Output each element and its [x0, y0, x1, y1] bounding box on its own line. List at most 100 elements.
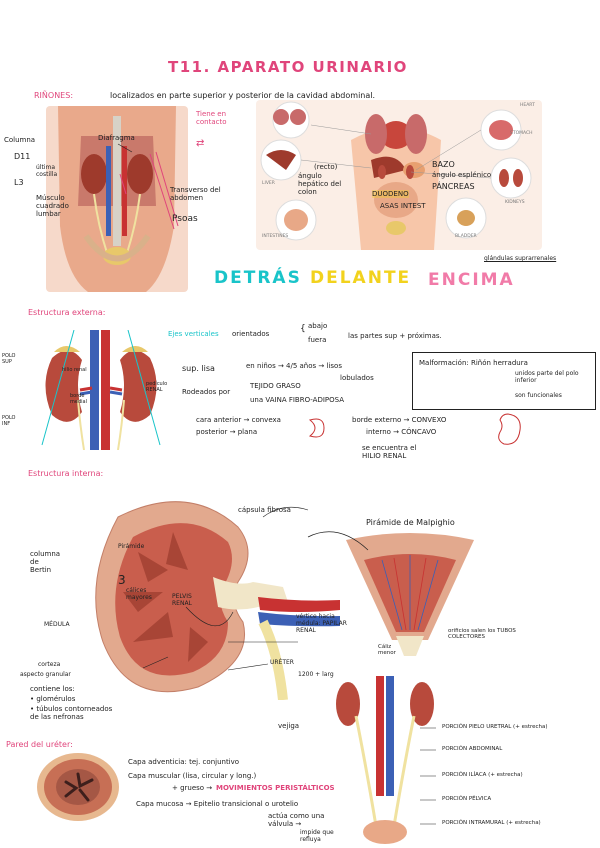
- d11-label: D11: [14, 152, 31, 161]
- movimientos-peristalticos-label: MOVIMIENTOS PERISTÁLTICOS: [216, 784, 335, 792]
- polo-sup-label: POLO SUP: [2, 353, 16, 365]
- encima-label: ENCIMA: [428, 270, 515, 290]
- tres-label: 3: [118, 573, 126, 587]
- cara-posterior-label: posterior → plana: [196, 428, 258, 436]
- interna-annotation-lines: [142, 506, 369, 671]
- borde-medial-label: borde medial: [70, 393, 87, 405]
- stomach-img-label: STOMACH: [510, 131, 533, 136]
- porcion-abdominal-label: PORCIÓN ABDOMINAL: [442, 746, 503, 752]
- kidney-sketch-2: [498, 413, 521, 445]
- page-title: T11. APARATO URINARIO: [168, 58, 408, 76]
- liver-img-label: LIVER: [262, 181, 275, 186]
- tiene-contacto-label: Tiene en contacto: [196, 110, 227, 127]
- bazo-label: BAZO: [432, 160, 455, 169]
- porcion-pelvica-label: PORCIÓN PÉLVICA: [442, 796, 492, 802]
- malformacion-box: Malformación: Riñón herradura unidos par…: [412, 352, 596, 410]
- fuera-label: fuera: [308, 336, 327, 344]
- orificios-label: orificios salen los TUBOS COLECTORES: [448, 628, 516, 641]
- diafragma-label: Diafragma: [98, 134, 135, 142]
- section-rinones-heading: RIÑONES:: [34, 91, 74, 100]
- piramide-malpighio-label: Pirámide de Malpighio: [366, 518, 455, 527]
- malformacion-detail-1: unidos parte del polo inferior: [515, 370, 579, 384]
- impide-reflujo-label: impide que la orina refluya: [300, 829, 359, 843]
- ultima-costilla-label: última costilla: [36, 164, 58, 178]
- heart-img-label: HEART: [520, 103, 535, 108]
- kidneys-img-label: KIDNEYS: [505, 200, 525, 205]
- calices-mayores-label: cálices mayores: [126, 587, 152, 601]
- glomerulos-label: • glomérulos: [30, 695, 76, 703]
- ureter-cross-section-illustration: [36, 752, 120, 822]
- porcion-iliaca-label: PORCIÓN ILÍACA (+ estrecha): [442, 772, 523, 778]
- porcion-pielo-label: PORCIÓN PIELO URETRAL (+ estrecha): [442, 724, 548, 730]
- tubulos-label: • túbulos contorneados de las nefronas: [30, 705, 113, 722]
- arrow-icon: ⇄: [196, 138, 205, 149]
- sup-lisa-label: sup. lisa: [182, 364, 215, 373]
- hilio-encuentra-label: se encuentra el HILIO RENAL: [362, 444, 417, 461]
- abajo-label: abajo: [308, 322, 328, 330]
- kidney-sketch-1: [308, 418, 325, 438]
- section-ureter-heading: Pared del uréter:: [6, 740, 73, 749]
- lobulados-label: lobulados: [340, 374, 374, 382]
- mucosa-label: Capa mucosa → Epitelio transicional o ur…: [136, 800, 299, 808]
- angulo-hepatico-label: ángulo hepático del colon: [298, 172, 342, 197]
- columna-label: Columna: [4, 136, 36, 144]
- corteza-label: corteza: [38, 661, 61, 668]
- ureter-length-label: 1200 + larg: [298, 671, 334, 678]
- vertice-label: vértice hacia médula: PAPILAR RENAL: [296, 613, 347, 634]
- musculo-cuadrado-label: Músculo cuadrado lumbar: [36, 194, 69, 219]
- ureter-label: URÉTER: [270, 659, 294, 666]
- recto-label: (recto): [314, 163, 338, 171]
- posterior-abdomen-illustration: [46, 106, 188, 292]
- grueso-label: + grueso →: [172, 784, 213, 792]
- asas-label: ASAS INTEST: [380, 202, 426, 210]
- borde-externo-label: borde externo → CONVEXO: [352, 416, 447, 424]
- annotation-lines-1: [117, 143, 179, 230]
- medula-label: MÉDULA: [44, 621, 70, 628]
- adventicia-label: Capa adventicia: tej. conjuntivo: [128, 758, 240, 766]
- ejes-verticales-label: Ejes verticales: [168, 330, 219, 338]
- partes-label: las partes sup + próximas.: [348, 332, 442, 340]
- brace-icon: {: [300, 324, 306, 334]
- hilio-renal-label: hilio renal: [62, 367, 87, 373]
- pancreas-label: PÁNCREAS: [432, 182, 475, 191]
- ureter-portion-lines: [420, 727, 436, 825]
- cara-anterior-label: cara anterior → convexa: [196, 416, 281, 424]
- malformacion-detail-2: son funcionales: [515, 392, 562, 399]
- pelvis-renal-label: PELVIS RENAL: [172, 593, 192, 607]
- polo-inf-label: POLO INF: [2, 415, 16, 427]
- vejiga-label: vejiga: [278, 722, 300, 730]
- capsula-fibrosa-label: cápsula fibrosa: [238, 506, 291, 514]
- actua-valvula-label: actúa como una válvula →: [268, 812, 325, 829]
- tejido-graso-label: TEJIDO GRASO: [250, 382, 301, 390]
- malformacion-label: Malformación: Riñón herradura: [419, 359, 528, 367]
- duodeno-label: DUODENO: [372, 190, 409, 199]
- aspecto-granular-label: aspecto granular: [20, 671, 71, 678]
- ureter-path-illustration: [336, 676, 434, 844]
- rodeados-label: Rodeados por: [182, 388, 231, 396]
- psoas-label: Psoas: [172, 214, 198, 224]
- caliz-menor-label: Cáliz menor: [378, 644, 396, 657]
- vaina-label: una VAINA FIBRO-ADIPOSA: [250, 396, 345, 404]
- porcion-intramural-label: PORCIÓN INTRAMURAL (+ estrecha): [442, 820, 541, 826]
- glandulas-label: glándulas suprarrenales: [484, 255, 557, 262]
- section-externa-heading: Estructura externa:: [28, 308, 106, 317]
- section-interna-heading: Estructura interna:: [28, 469, 104, 478]
- pediculo-renal-label: pedículo RENAL: [146, 381, 168, 393]
- intestines-img-label: INTESTINES: [262, 234, 289, 239]
- borde-interno-label: interno → CÓNCAVO: [366, 428, 437, 436]
- transverso-label: Transverso del abdomen: [170, 186, 221, 203]
- orientados-label: orientados: [232, 330, 270, 338]
- rinones-intro: localizados en parte superior y posterio…: [110, 91, 376, 100]
- kidney-section-illustration: [78, 492, 340, 700]
- kidneys-external-illustration: [34, 330, 168, 450]
- piramide-small-label: Pirámide: [118, 543, 145, 550]
- bladder-img-label: BLADDER: [455, 234, 477, 239]
- delante-label: DELANTE: [310, 268, 412, 288]
- muscular-label: Capa muscular (lisa, circular y long.): [128, 772, 257, 780]
- contiene-label: contiene los:: [30, 685, 75, 693]
- ninos-label: en niños → 4/5 años → lisos: [246, 362, 342, 370]
- malpighi-pyramid-illustration: [342, 530, 478, 660]
- angulo-esplenico-label: ángulo esplénico: [432, 171, 492, 179]
- organs-illustration: [256, 100, 542, 250]
- detras-label: DETRÁS: [214, 268, 302, 288]
